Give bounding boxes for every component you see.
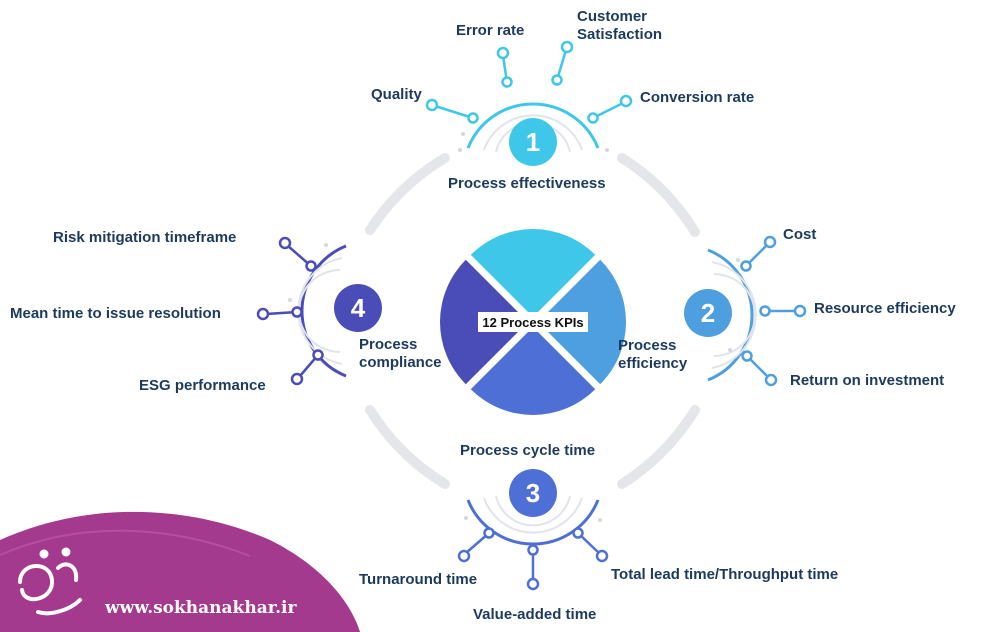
kpi-error-rate: Error rate xyxy=(456,22,525,39)
kpi-total-lead-time: Total lead time/Throughput time xyxy=(611,566,839,583)
cluster-3-arcs xyxy=(466,495,600,546)
badge-2: 2 xyxy=(684,289,732,337)
watermark-band xyxy=(0,511,360,632)
kpi-value-added-time: Value-added time xyxy=(473,606,597,623)
center-title: 12 Process KPIs xyxy=(478,312,588,332)
cluster-4-connectors xyxy=(256,236,324,386)
watermark-url[interactable]: www.sokhanakhar.ir xyxy=(105,598,297,618)
cluster-2-arcs xyxy=(707,248,757,382)
kpi-mean-time-to-issue-resolution: Mean time to issue resolution xyxy=(10,305,221,322)
badge-4: 4 xyxy=(334,284,382,332)
outer-ring xyxy=(365,153,700,489)
pie-slice-effectiveness xyxy=(470,229,596,317)
kpi-turnaround-time: Turnaround time xyxy=(359,571,478,588)
category-2-name: Process efficiency xyxy=(618,337,688,372)
pie-slice-cycle-time xyxy=(470,327,596,415)
kpi-esg-performance: ESG performance xyxy=(139,377,266,394)
kpi-cost: Cost xyxy=(783,226,817,243)
badge-1: 1 xyxy=(509,118,557,166)
category-3-name: Process cycle time xyxy=(460,442,596,459)
category-4-name: Process compliance xyxy=(359,336,442,371)
cluster-3-connectors xyxy=(457,527,609,591)
cluster-2-connectors xyxy=(740,235,807,387)
cluster-1-connectors xyxy=(425,40,633,124)
decor-dots xyxy=(288,132,740,522)
kpi-resource-efficiency: Resource efficiency xyxy=(814,300,956,317)
kpi-risk-mitigation-timeframe: Risk mitigation timeframe xyxy=(53,229,237,246)
kpi-customer-satisfaction: Customer Satisfaction xyxy=(577,8,663,43)
kpi-conversion-rate: Conversion rate xyxy=(640,89,755,106)
watermark-logo xyxy=(18,547,82,616)
kpi-quality: Quality xyxy=(371,86,422,103)
badge-3: 3 xyxy=(509,469,557,517)
category-1-name: Process effectiveness xyxy=(448,175,606,192)
kpi-return-on-investment: Return on investment xyxy=(790,372,945,389)
